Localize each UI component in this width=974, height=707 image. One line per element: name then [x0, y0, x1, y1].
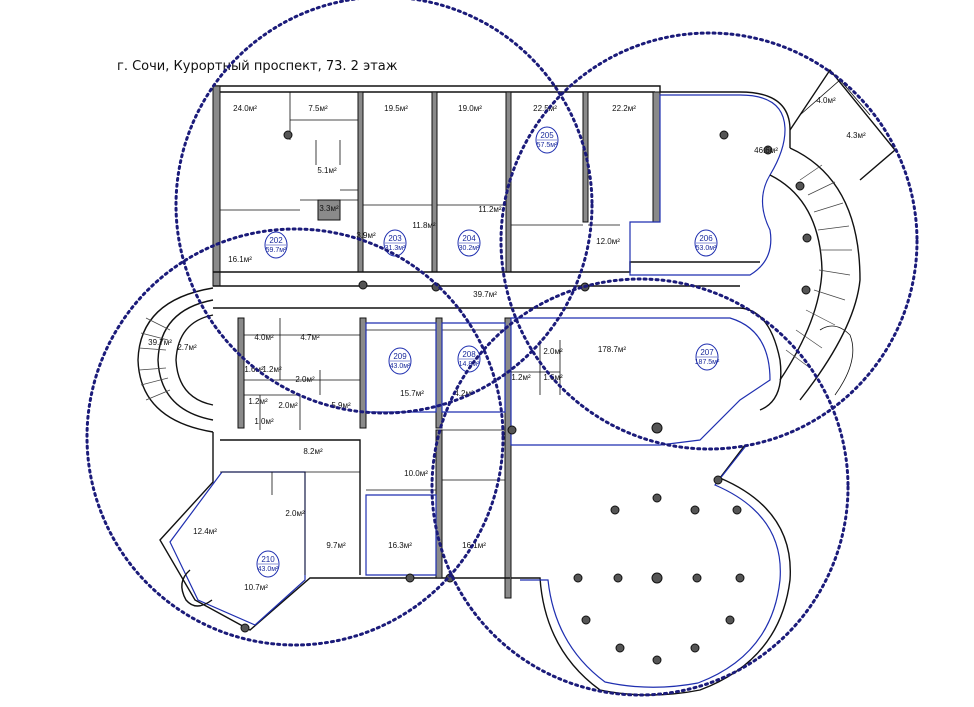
area-label: 10.7м²: [244, 583, 268, 592]
room-area: 43.0м²: [390, 363, 411, 370]
room-number: 205: [540, 131, 554, 140]
room-marker-204: 204 30.2м²: [457, 229, 481, 257]
coverage-circle-south-east: [430, 277, 850, 697]
area-label: 2.0м²: [295, 375, 315, 384]
area-label: 9.7м²: [326, 541, 346, 550]
coverage-circle-west: [85, 227, 505, 647]
area-label: 11.8м²: [412, 221, 435, 230]
area-label: 7.5м²: [308, 104, 328, 113]
room-area: 57.5м²: [537, 142, 558, 149]
coverage-zones: [85, 0, 919, 697]
room-markers: 202 59.7м² 203 31.3м² 204 30.2м² 205 57.5м² 206 5…: [256, 126, 720, 578]
area-label: 10.0м²: [404, 469, 428, 478]
coverage-circle-north-west: [174, 0, 594, 415]
columns: [240, 130, 812, 665]
area-label: 8.2м²: [303, 447, 323, 456]
room-area: 53.0м²: [696, 245, 717, 252]
area-label: 39.7м²: [148, 338, 172, 347]
room-number: 206: [699, 234, 713, 243]
area-label: 1.2м²: [262, 365, 282, 374]
area-label: 2.0м²: [278, 401, 298, 410]
room-number: 207: [700, 348, 714, 357]
room-number: 210: [261, 555, 275, 564]
room-marker-209: 209 43.0м²: [388, 347, 412, 375]
area-label: 16.3м²: [388, 541, 412, 550]
area-label: 2.7м²: [177, 343, 197, 352]
room-area: 59.7м²: [266, 247, 287, 254]
area-label: 11.2м²: [478, 205, 501, 214]
room-marker-210: 210 43.0м²: [256, 550, 280, 578]
area-label: 4.7м²: [300, 333, 320, 342]
area-label: 16.1м²: [228, 255, 252, 264]
area-label: 1.0м²: [254, 417, 274, 426]
area-label: 3.3м²: [319, 204, 339, 213]
room-number: 208: [462, 350, 476, 359]
room-area: 14.8м²: [459, 361, 480, 368]
area-label: 19.5м²: [384, 104, 408, 113]
area-label: 5.9м²: [331, 401, 351, 410]
area-label: 2.0м²: [285, 509, 305, 518]
room-marker-202: 202 59.7м²: [264, 231, 288, 259]
room-area: 43.0м²: [258, 566, 279, 573]
room-number: 204: [462, 234, 476, 243]
area-label: 24.0м²: [233, 104, 257, 113]
room-marker-208: 208 14.8м²: [457, 345, 481, 373]
area-label: 5.1м²: [317, 166, 337, 175]
area-label: 12.0м²: [596, 237, 620, 246]
area-label: 16.1м²: [462, 541, 486, 550]
room-number: 202: [269, 236, 283, 245]
area-label: 22.2м²: [612, 104, 636, 113]
area-label: 178.7м²: [598, 345, 627, 354]
area-label: 46.6м²: [754, 146, 778, 155]
area-label: 4.0м²: [254, 333, 274, 342]
area-label: 4.0м²: [816, 96, 836, 105]
area-label: 1.6м²: [244, 365, 264, 374]
room-number: 203: [388, 234, 402, 243]
room-marker-207: 207 187.5м²: [695, 343, 720, 371]
coverage-circle-north-east: [499, 31, 919, 451]
area-label: 4.3м²: [846, 131, 866, 140]
area-label: 4.2м²: [454, 389, 474, 398]
room-marker-205: 205 57.5м²: [535, 126, 559, 154]
area-label: 19.0м²: [458, 104, 482, 113]
area-label: 2.0м²: [543, 347, 563, 356]
area-label: 22.5м²: [533, 104, 557, 113]
room-area: 30.2м²: [459, 245, 480, 252]
area-label: 1.2м²: [511, 373, 531, 382]
room-marker-206: 206 53.0м²: [694, 229, 718, 257]
area-label: 12.4м²: [193, 527, 217, 536]
area-label: 15.7м²: [400, 389, 424, 398]
room-area: 31.3м²: [385, 245, 406, 252]
area-label: 1.2м²: [248, 397, 268, 406]
room-number: 209: [393, 352, 407, 361]
plan-title: г. Сочи, Курортный проспект, 73. 2 этаж: [117, 59, 398, 74]
area-label: 3.9м²: [356, 231, 376, 240]
room-area: 187.5м²: [695, 359, 720, 366]
area-label: 39.7м²: [473, 290, 497, 299]
room-marker-203: 203 31.3м²: [383, 229, 407, 257]
